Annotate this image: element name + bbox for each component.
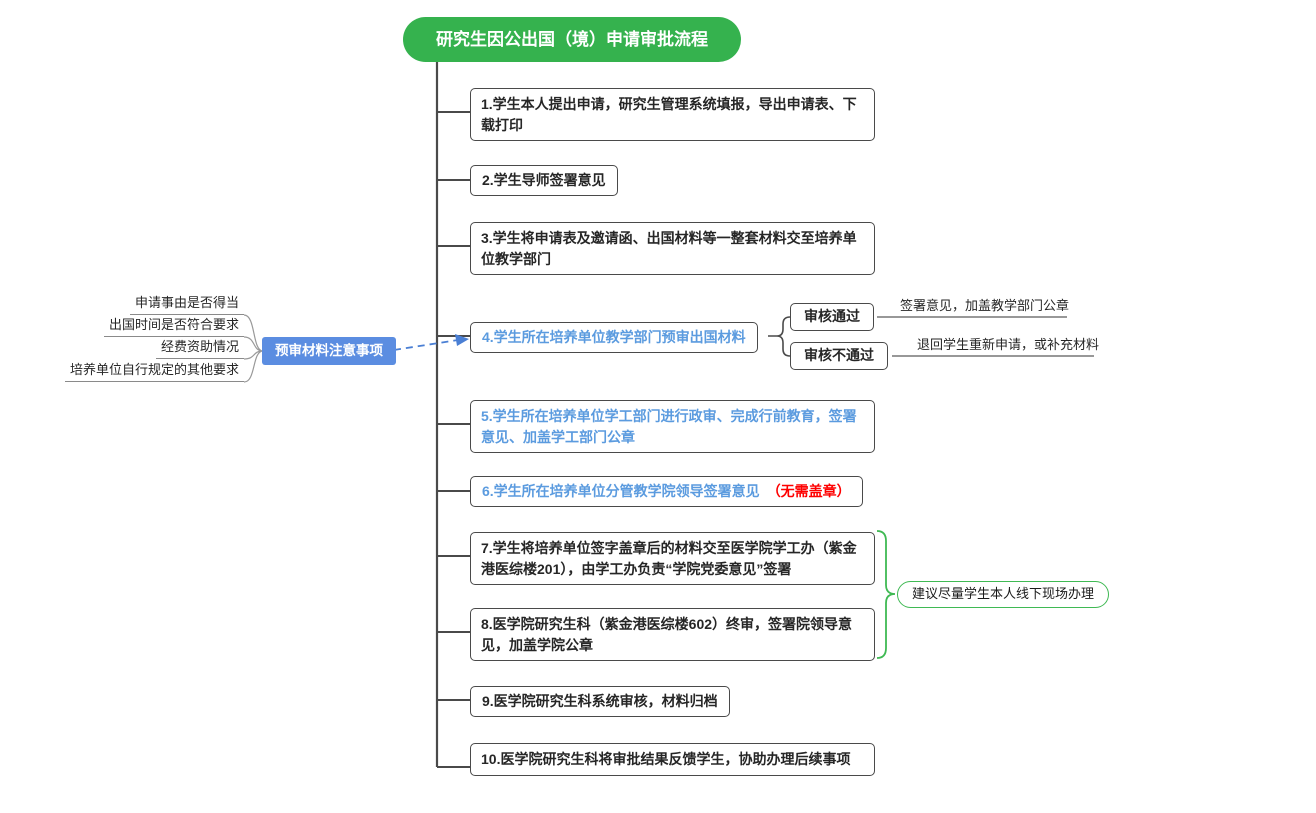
step-box-1: 1.学生本人提出申请，研究生管理系统填报，导出申请表、下载打印 <box>470 88 875 142</box>
review-pass-note: 签署意见，加盖教学部门公章 <box>900 298 1070 313</box>
pre-review-fan-curves <box>243 314 264 383</box>
dashed-arrow-line <box>393 339 459 351</box>
step-box-6: 6.学生所在培养单位分管教学院领导签署意见 （无需盖章） <box>470 476 863 507</box>
review-fail-note: 退回学生重新申请，或补充材料 <box>917 337 1100 352</box>
step-box-2: 2.学生导师签署意见 <box>470 165 618 196</box>
step-2-text: 2.学生导师签署意见 <box>482 172 606 188</box>
step-box-5: 5.学生所在培养单位学工部门进行政审、完成行前教育，签署意见、加盖学工部门公章 <box>470 400 875 454</box>
step-box-3: 3.学生将申请表及邀请函、出国材料等一整套材料交至培养单位教学部门 <box>470 222 875 276</box>
flow-title: 研究生因公出国（境）申请审批流程 <box>403 17 741 62</box>
review-split-connector <box>768 316 791 357</box>
step-box-4: 4.学生所在培养单位教学部门预审出国材料 <box>470 322 758 353</box>
review-fail-box: 审核不通过 <box>790 342 888 370</box>
step-7-text: 7.学生将培养单位签字盖章后的材料交至医学院学工办（紫金港医综楼201），由学工… <box>481 540 857 577</box>
step-8-text: 8.医学院研究生科（紫金港医综楼602）终审，签署院领导意见，加盖学院公章 <box>481 616 853 653</box>
step-box-8: 8.医学院研究生科（紫金港医综楼602）终审，签署院领导意见，加盖学院公章 <box>470 608 875 662</box>
step-9-text: 9.医学院研究生科系统审核，材料归档 <box>482 693 718 709</box>
step-4-text: 4.学生所在培养单位教学部门预审出国材料 <box>482 329 746 345</box>
pre-review-item-4: 培养单位自行规定的其他要求 <box>64 361 244 382</box>
step-5-text: 5.学生所在培养单位学工部门进行政审、完成行前教育，签署意见、加盖学工部门公章 <box>481 408 857 445</box>
pre-review-item-3: 经费资助情况 <box>155 338 244 359</box>
advice-pill: 建议尽量学生本人线下现场办理 <box>897 581 1110 608</box>
pre-review-label-box: 预审材料注意事项 <box>262 337 396 365</box>
step-3-text: 3.学生将申请表及邀请函、出国材料等一整套材料交至培养单位教学部门 <box>481 230 857 267</box>
step-box-9: 9.医学院研究生科系统审核，材料归档 <box>470 686 730 717</box>
pre-review-item-1: 申请事由是否得当 <box>129 294 244 315</box>
step-box-7: 7.学生将培养单位签字盖章后的材料交至医学院学工办（紫金港医综楼201），由学工… <box>470 532 875 586</box>
step-6-no-seal-note: （无需盖章） <box>766 483 851 499</box>
step-box-10: 10.医学院研究生科将审批结果反馈学生，协助办理后续事项 <box>470 743 875 776</box>
step-1-text: 1.学生本人提出申请，研究生管理系统填报，导出申请表、下载打印 <box>481 96 857 133</box>
branch-note-underlines <box>877 316 1094 357</box>
step-10-text: 10.医学院研究生科将审批结果反馈学生，协助办理后续事项 <box>481 751 851 767</box>
advice-brace <box>876 530 896 659</box>
dashed-arrow-head <box>455 334 469 346</box>
review-pass-box: 审核通过 <box>790 303 874 331</box>
pre-review-item-2: 出国时间是否符合要求 <box>103 316 244 337</box>
step-connectors <box>437 111 470 768</box>
step-6-text: 6.学生所在培养单位分管教学院领导签署意见 <box>482 483 760 499</box>
